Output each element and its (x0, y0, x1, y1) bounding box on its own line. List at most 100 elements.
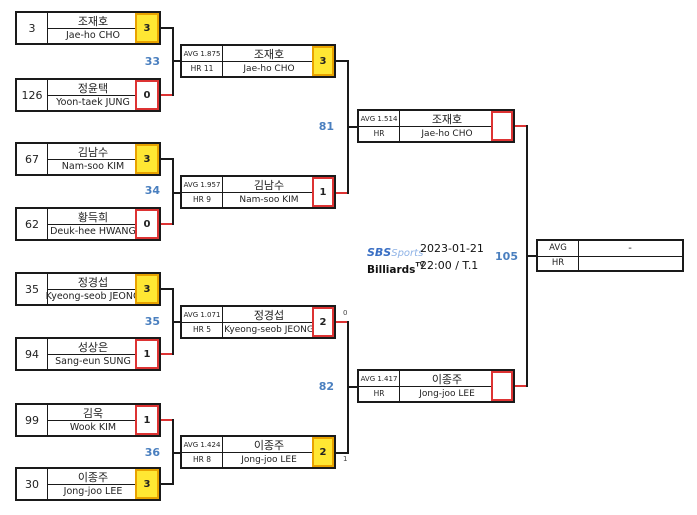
player-avg: AVG 1.957 (182, 177, 222, 193)
match-score (491, 371, 513, 401)
side-score: 1 (343, 455, 348, 463)
player-high-run: HR 11 (190, 64, 214, 73)
connector (515, 385, 527, 387)
player-name-korean: 조재호 (47, 13, 139, 29)
match-score: 3 (135, 13, 159, 43)
player-name-korean: 성상은 (47, 339, 139, 355)
connector (161, 27, 173, 29)
match-score: 1 (135, 405, 159, 435)
match-score: 3 (135, 469, 159, 499)
player-name-english: Jae-ho CHO (65, 30, 120, 41)
connector (336, 321, 348, 323)
game-number: 33 (144, 55, 160, 68)
connector (172, 192, 180, 194)
player-avg: AVG 1.071 (182, 307, 222, 323)
match-time-table: 22:00 / T.1 (420, 259, 479, 272)
player-high-run: HR (373, 129, 385, 138)
player-name-korean: 조재호 (222, 46, 316, 62)
match-score: 2 (312, 307, 334, 337)
player-name-english (578, 256, 682, 271)
side-score: 0 (343, 309, 348, 317)
connector (161, 158, 173, 160)
connector (515, 125, 527, 127)
player-avg: AVG 1.875 (182, 46, 222, 62)
connector (336, 192, 348, 194)
seed-number: 30 (17, 469, 48, 499)
player-avg: AVG 1.424 (182, 437, 222, 453)
seed-number: 35 (17, 274, 48, 304)
player-name-korean: 조재호 (399, 111, 495, 127)
player-avg: AVG 1.417 (359, 371, 399, 387)
connector (172, 321, 180, 323)
player-name-english: Kyeong-seob JEONG (45, 291, 141, 302)
connector (161, 419, 173, 421)
player-name-korean: 황득희 (47, 209, 139, 225)
player-name-english: Yoon-taek JUNG (56, 97, 130, 108)
game-number: 35 (144, 315, 160, 328)
match-score: 3 (135, 144, 159, 174)
seed-number: 126 (17, 80, 48, 110)
player-high-run: HR 5 (192, 325, 211, 334)
match-date: 2023-01-21 (420, 242, 484, 255)
game-number: 105 (495, 250, 518, 263)
sbs-sports-logo: SBSSports (367, 241, 423, 260)
match-score (491, 111, 513, 141)
seed-number: 99 (17, 405, 48, 435)
seed-number: 94 (17, 339, 48, 369)
match-score: 2 (312, 437, 334, 467)
player-name-english: Jong-joo LEE (241, 454, 297, 465)
connector (336, 452, 348, 454)
player-name-english: Jae-ho CHO (243, 63, 295, 74)
player-high-run: HR 8 (192, 455, 211, 464)
connector (161, 94, 173, 96)
player-name-english: Nam-soo KIM (239, 194, 299, 205)
player-name: - (578, 241, 682, 257)
connector (172, 60, 180, 62)
logo-tv: TV (415, 261, 425, 269)
game-number: 82 (318, 380, 334, 393)
player-name-korean: 이종주 (399, 371, 495, 387)
match-score: 1 (135, 339, 159, 369)
game-number: 81 (318, 120, 334, 133)
match-score: 0 (135, 80, 159, 110)
game-number: 34 (144, 184, 160, 197)
player-name-english: Nam-soo KIM (61, 161, 125, 172)
logo-billiards: Billiards (367, 264, 416, 276)
player-name-english: Jae-ho CHO (421, 128, 473, 139)
player-high-run: HR (551, 257, 565, 268)
game-number: 36 (144, 446, 160, 459)
player-name-korean: 정경섭 (222, 307, 316, 323)
connector (526, 255, 536, 257)
match-score: 3 (135, 274, 159, 304)
logo-sbs: SBS (367, 246, 392, 259)
connector (161, 223, 173, 225)
player-name-korean: 이종주 (222, 437, 316, 453)
connector (347, 386, 357, 388)
player-high-run: HR (373, 389, 385, 398)
player-name-korean: 김남수 (47, 144, 139, 160)
seed-number: 67 (17, 144, 48, 174)
player-name-english: Kyeong-seob JEONG (224, 324, 314, 335)
connector (161, 483, 173, 485)
player-name-korean: 김남수 (222, 177, 316, 193)
connector (172, 452, 180, 454)
player-name-english: Sang-eun SUNG (55, 356, 131, 367)
match-score: 1 (312, 177, 334, 207)
player-name-english: Jong-joo LEE (419, 388, 475, 399)
player-avg: AVG (538, 241, 578, 257)
player-name-korean: 정윤택 (47, 80, 139, 96)
player-name-korean: 이종주 (47, 469, 139, 485)
seed-number: 3 (17, 13, 48, 43)
